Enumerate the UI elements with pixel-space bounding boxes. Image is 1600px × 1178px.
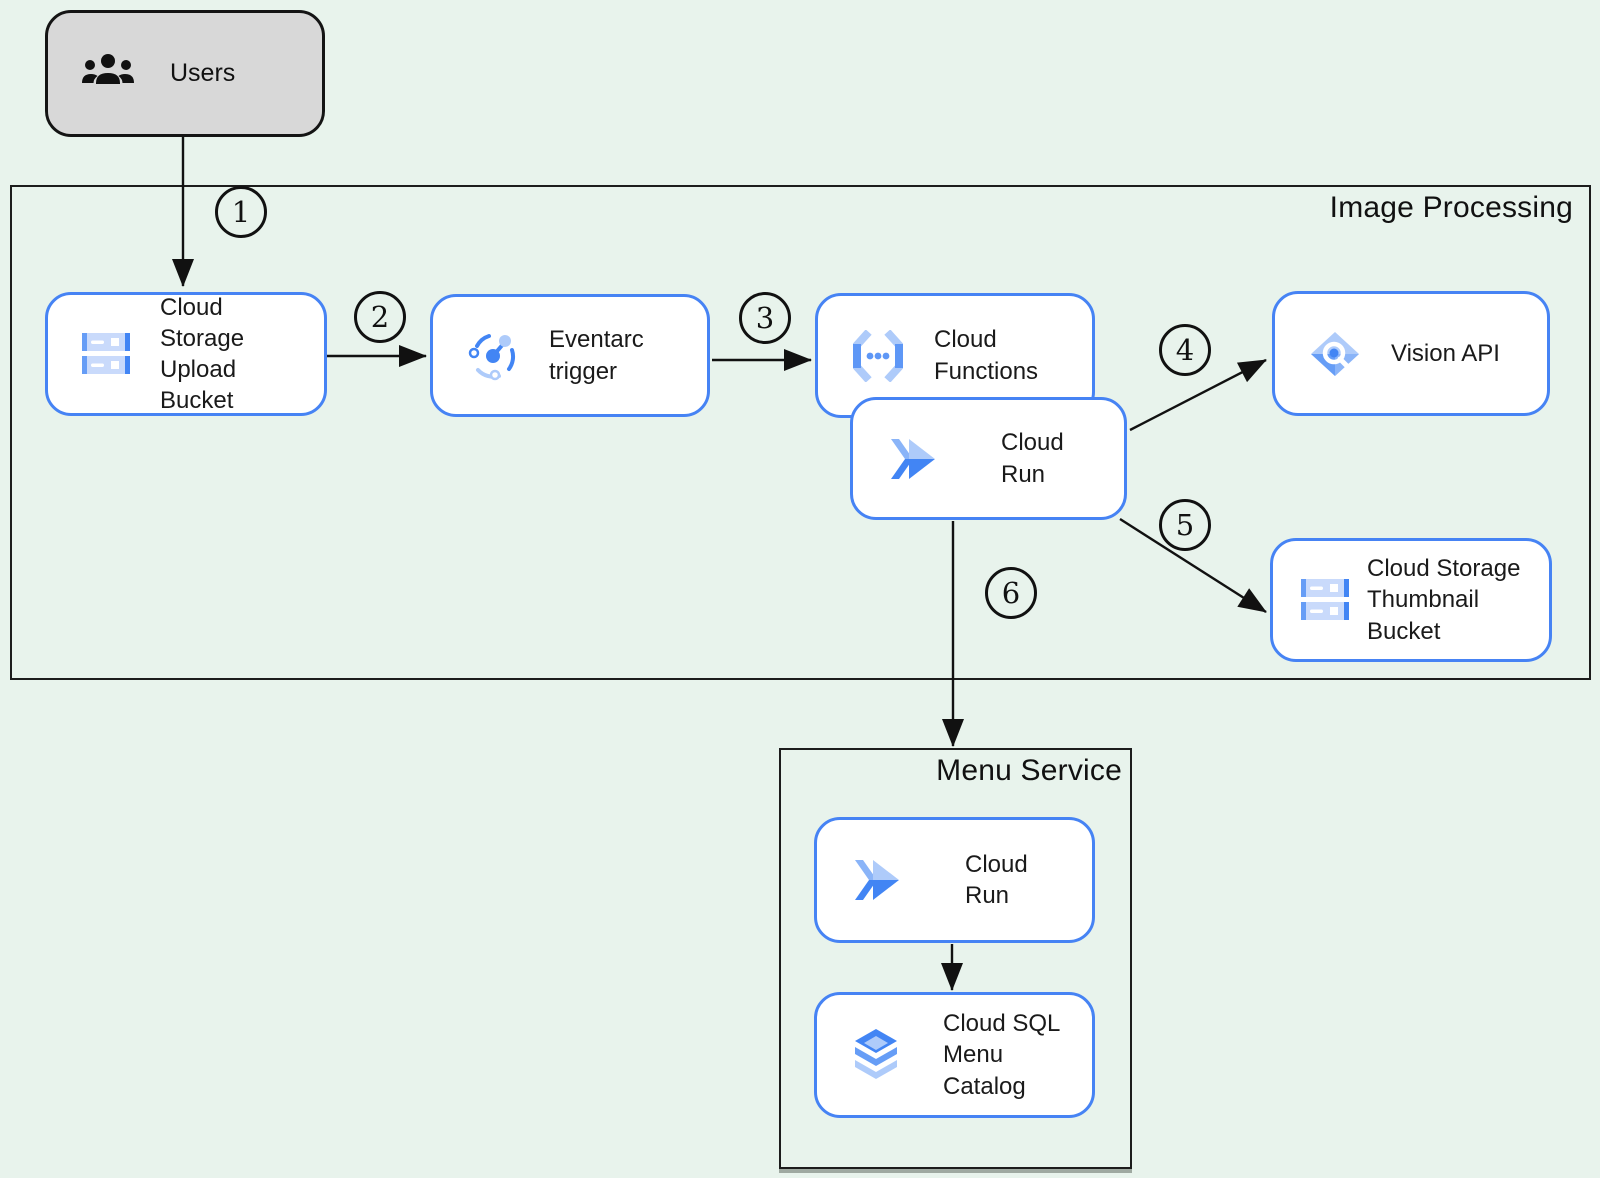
- cloud-functions-icon: [850, 329, 906, 382]
- node-label-line1: Cloud Functions: [934, 326, 1039, 385]
- node-label: Vision API: [1391, 338, 1500, 369]
- eventarc-icon: [465, 328, 521, 384]
- node-label: Cloud Run: [1001, 427, 1108, 489]
- node-cloud-sql-menu-catalog: Cloud SQL Menu Catalog: [814, 992, 1095, 1118]
- node-cloud-run-image-processing: Cloud Run: [850, 397, 1127, 520]
- menu-service-title: Menu Service: [936, 754, 1122, 787]
- node-label-line1: Cloud SQL: [943, 1010, 1061, 1038]
- image-processing-container: Image Processing: [10, 185, 1591, 680]
- cloud-sql-icon: [849, 1027, 903, 1083]
- node-label-line2: Upload Bucket: [160, 356, 237, 415]
- node-eventarc-trigger: Eventarc trigger: [430, 294, 710, 417]
- step-badge-2: 2: [354, 291, 406, 343]
- node-label: Cloud SQL Menu Catalog: [943, 1008, 1076, 1102]
- node-label: Eventarc trigger: [549, 324, 691, 386]
- cloud-storage-icon: [80, 326, 132, 382]
- cloud-storage-icon: [1299, 572, 1351, 628]
- node-vision-api: Vision API: [1272, 291, 1550, 416]
- node-label: Cloud Storage Upload Bucket: [160, 292, 308, 417]
- cloud-run-icon: [849, 855, 905, 905]
- node-cloud-storage-upload-bucket: Cloud Storage Upload Bucket: [45, 292, 327, 416]
- node-label: Cloud Storage Thumbnail Bucket: [1367, 553, 1533, 647]
- node-cloud-run-menu-service: Cloud Run: [814, 817, 1095, 943]
- node-cloud-functions: Cloud Functions: [815, 293, 1095, 418]
- node-cloud-storage-thumbnail-bucket: Cloud Storage Thumbnail Bucket: [1270, 538, 1552, 662]
- cloud-run-icon: [885, 434, 941, 484]
- node-label: Cloud Run: [965, 849, 1076, 911]
- node-label-line1: Vision API: [1391, 339, 1500, 367]
- node-label: Cloud Functions: [934, 324, 1076, 386]
- node-label-line1: Cloud Storage: [1367, 555, 1521, 583]
- node-label-line1: Cloud Storage: [160, 293, 245, 352]
- step-badge-5: 5: [1159, 499, 1211, 551]
- menu-service-container: Menu Service: [779, 748, 1132, 1169]
- node-label: Users: [170, 59, 236, 87]
- image-processing-title: Image Processing: [1329, 191, 1573, 224]
- node-label-line2: Menu Catalog: [943, 1041, 1026, 1100]
- node-label-line1: Cloud Run: [965, 850, 1028, 909]
- node-label-line2: Thumbnail Bucket: [1367, 586, 1480, 645]
- node-label-line1: Eventarc trigger: [549, 326, 644, 385]
- vision-api-icon: [1307, 326, 1363, 382]
- step-badge-1: 1: [215, 186, 267, 238]
- step-badge-6: 6: [985, 567, 1037, 619]
- step-badge-4: 4: [1159, 324, 1211, 376]
- node-users: Users: [45, 10, 325, 137]
- step-badge-3: 3: [739, 292, 791, 344]
- users-icon: [80, 51, 136, 96]
- node-label-line1: Cloud Run: [1001, 429, 1064, 488]
